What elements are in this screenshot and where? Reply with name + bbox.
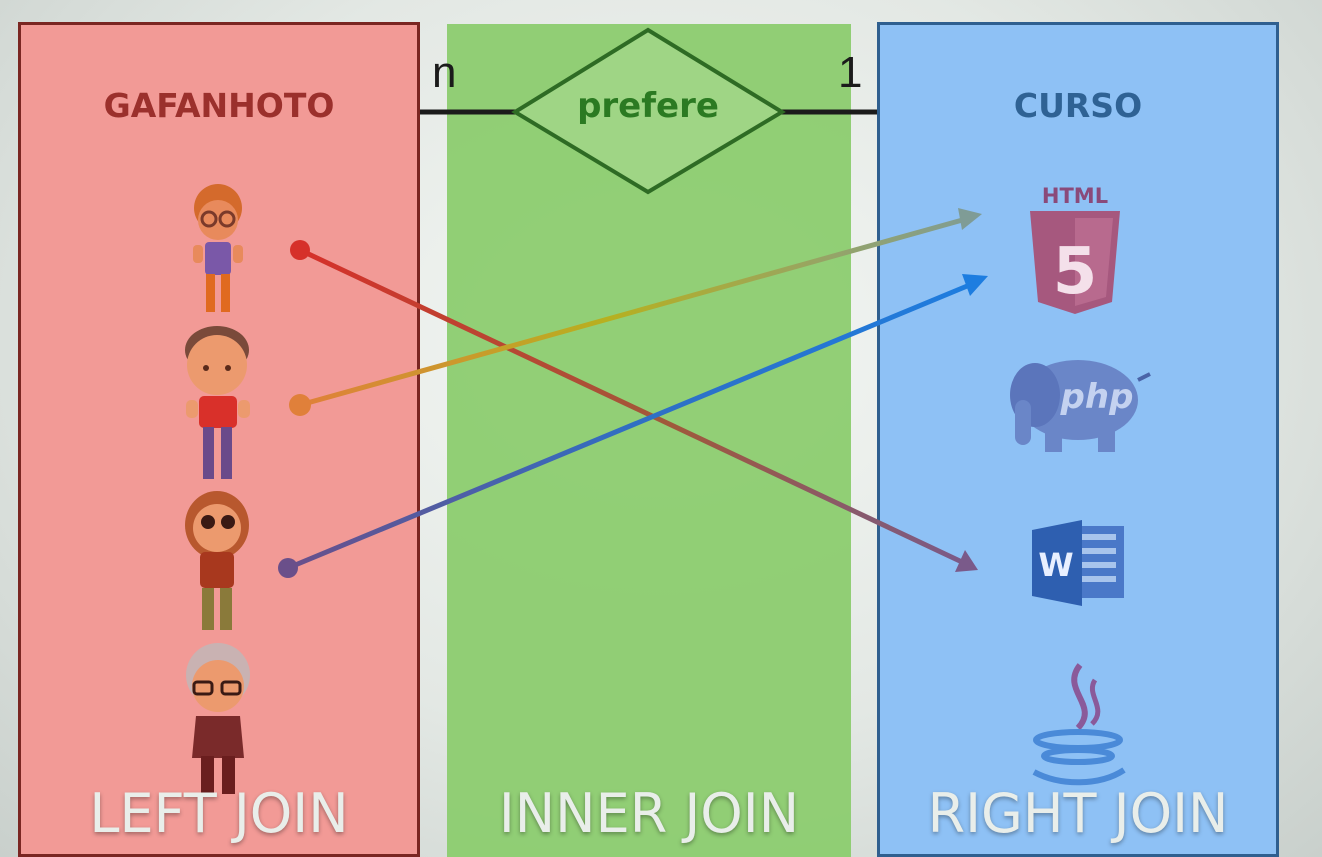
svg-text:W: W (1038, 546, 1073, 584)
arrow-student3-to-php (278, 274, 988, 578)
php-elephant-icon: php (1010, 360, 1151, 452)
svg-text:5: 5 (1053, 235, 1098, 309)
student-curly-hair-icon (193, 184, 243, 312)
student-old-man-icon (186, 643, 250, 794)
word-icon: W (1032, 520, 1124, 606)
inner-join-label: INNER JOIN (498, 782, 800, 845)
html5-icon: 5 (1030, 211, 1120, 314)
relationship-diamond (511, 27, 786, 195)
student-red-shirt-icon (185, 326, 250, 479)
entity-gafanhoto: GAFANHOTO (103, 86, 335, 125)
right-join-label: RIGHT JOIN (927, 782, 1229, 845)
entity-curso: CURSO (1013, 86, 1143, 125)
student-woman-icon (185, 491, 249, 630)
left-join-label: LEFT JOIN (89, 782, 349, 845)
java-icon (1032, 663, 1126, 786)
cardinality-1: 1 (838, 48, 863, 97)
cardinality-n: n (432, 48, 457, 97)
arrow-student2-to-html5 (289, 208, 982, 416)
svg-text:php: php (1060, 377, 1134, 417)
arrow-student1-to-word (290, 240, 978, 572)
relationship-label: prefere (577, 86, 719, 126)
html-label: HTML (1041, 184, 1109, 208)
